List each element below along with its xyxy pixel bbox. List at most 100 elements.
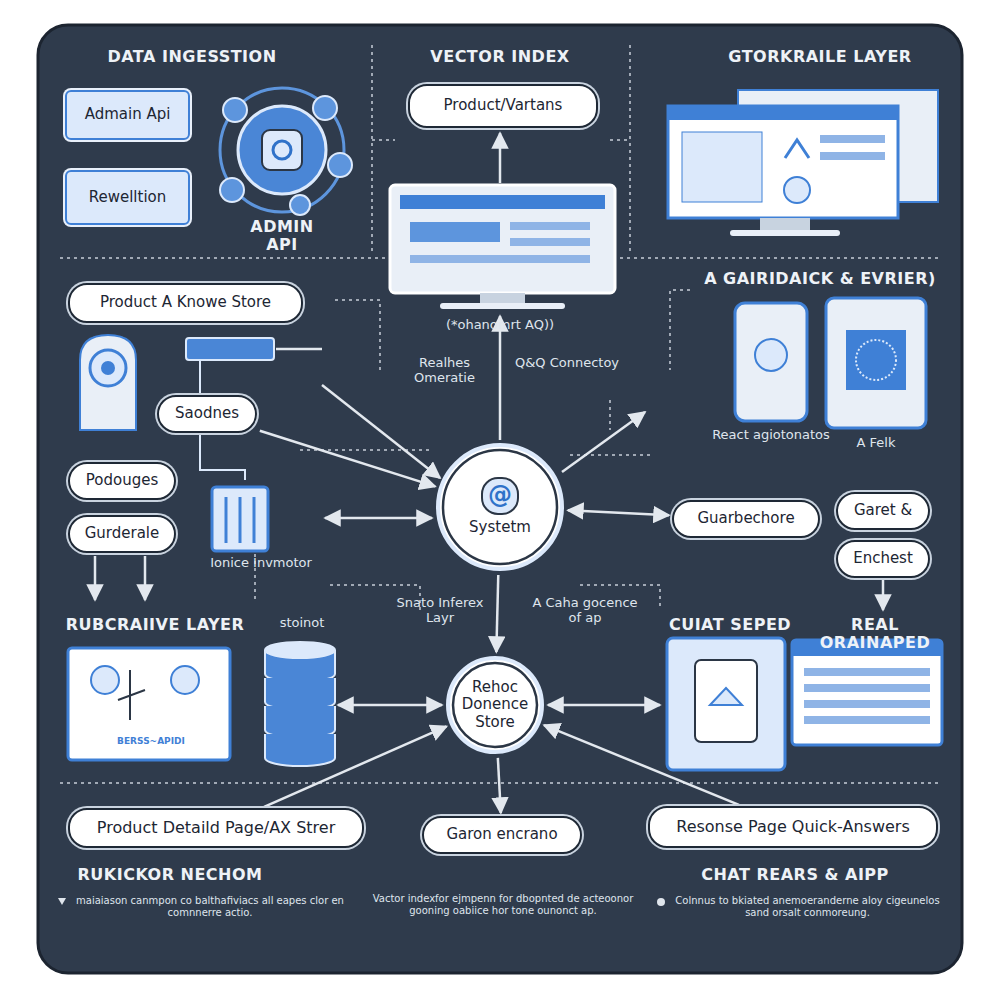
flow-connector xyxy=(498,758,501,813)
section-title: RUKICKOR NECHOM xyxy=(60,866,280,884)
browser-line xyxy=(804,684,930,692)
flow-arrow xyxy=(94,556,97,600)
flow-connector xyxy=(544,725,739,805)
flow-arrow xyxy=(562,412,645,472)
index-box: Product/Vartans xyxy=(408,84,598,128)
caption-label: Realhes Omeratie xyxy=(392,356,497,386)
caption-label: ADMIN API xyxy=(232,218,332,255)
section-title: VECTOR INDEX xyxy=(400,48,600,66)
shield-icon xyxy=(784,177,810,203)
browser-line xyxy=(804,700,930,708)
node-text: Garet & xyxy=(854,502,912,519)
tablet-device xyxy=(826,298,926,428)
flow-arrow xyxy=(322,385,440,478)
note-text: Colnnus to bkiated anemoeranderne aloy c… xyxy=(670,895,945,918)
bullet xyxy=(657,898,665,906)
chat-phone xyxy=(695,660,757,742)
tablet-icon xyxy=(856,340,896,380)
panel-label: BERSS~APIDI xyxy=(78,736,224,746)
flow-arrow xyxy=(882,580,885,610)
node-text: Product/Vartans xyxy=(444,97,563,114)
source-pill: Saodnes xyxy=(157,395,257,433)
circle-ring xyxy=(448,658,542,752)
monitor xyxy=(668,106,898,218)
node-text: Enchest xyxy=(853,550,913,567)
search-icon xyxy=(171,666,199,694)
node-text: Admain Api xyxy=(85,106,171,123)
tablet-screen xyxy=(846,330,906,390)
browser-line xyxy=(804,668,930,676)
api-box: Admain Api xyxy=(65,90,190,140)
node-text: Systetm xyxy=(469,519,531,536)
caption-label: A Felk xyxy=(836,436,916,451)
flow-connector xyxy=(496,575,498,652)
section-title: GTORKRAILE LAYER xyxy=(690,48,950,66)
note-text: Vactor indexfor ejmpenn for dbopnted de … xyxy=(372,893,634,916)
leader-line xyxy=(570,454,650,456)
output-pill: Garon encrano xyxy=(422,816,582,854)
caption-label: Ionice Invmotor xyxy=(206,556,316,571)
note-text: maiaiason canmpon co balthafiviacs all e… xyxy=(70,895,350,918)
node-text: Resonse Page Quick-Answers xyxy=(676,818,910,836)
database-disk xyxy=(265,734,335,766)
flow-arrow xyxy=(499,316,502,440)
store-circle: Rehoc Donence Store xyxy=(445,655,545,755)
node-text: Product Detaild Page/AX Strer xyxy=(97,819,335,837)
node-text: Rewelltion xyxy=(89,189,167,206)
monitor-bar xyxy=(400,195,605,209)
guard-pill: Garet & xyxy=(836,492,930,530)
browser-window xyxy=(792,640,942,745)
system-hub: @Systetm xyxy=(435,442,565,572)
api-box: Rewelltion xyxy=(65,170,190,225)
bin-stripe xyxy=(239,497,242,543)
satellite-node xyxy=(290,195,310,215)
node-text: Guarbechore xyxy=(697,510,794,527)
caption-label: stoinot xyxy=(264,616,340,631)
monitor-line xyxy=(820,152,885,160)
satellite-node xyxy=(328,153,352,177)
leader-line xyxy=(372,139,395,141)
section-divider xyxy=(629,45,631,255)
flow-connector xyxy=(568,510,669,515)
caption-label: Q&Q Connectoy xyxy=(512,356,622,371)
circle-outline xyxy=(453,663,537,747)
flow-arrow xyxy=(499,133,502,183)
phone-icon xyxy=(755,339,787,371)
leader-line xyxy=(609,400,611,430)
monitor-line xyxy=(410,255,590,263)
section-divider xyxy=(371,45,373,255)
section-title: CHAT REARS & AIPP xyxy=(680,866,910,884)
leader-line xyxy=(610,139,630,141)
bin-icon xyxy=(212,487,268,551)
chevron-icon xyxy=(785,140,809,158)
monitor-stand xyxy=(480,293,525,303)
database-disk xyxy=(265,678,335,710)
store-pill: Product A Knowe Store xyxy=(68,283,303,323)
search-icon xyxy=(91,666,119,694)
chat-icon xyxy=(710,688,742,705)
node-text: Product A Knowe Store xyxy=(100,294,271,311)
section-title: DATA INGESSTION xyxy=(62,48,322,66)
bin-stripe xyxy=(225,497,228,543)
monitor-block xyxy=(410,222,500,242)
output-pill: Product Detaild Page/AX Strer xyxy=(68,808,364,848)
monitor-line xyxy=(510,222,590,230)
flow-connector xyxy=(264,726,446,806)
monitor-base xyxy=(440,303,565,309)
satellite-node xyxy=(220,178,244,202)
monitor-line xyxy=(510,238,590,246)
api-icon xyxy=(262,130,302,170)
flow-arrow xyxy=(548,704,660,707)
monitor-panel xyxy=(682,132,762,202)
guard-pill: Enchest xyxy=(836,540,930,578)
source-pill: Gurderale xyxy=(68,515,176,553)
flow-arrow xyxy=(144,556,147,600)
output-pill: Resonse Page Quick-Answers xyxy=(648,806,938,848)
caption-label: Snato Inferex Layr xyxy=(384,596,496,626)
circle-outline xyxy=(443,450,557,564)
flow-line xyxy=(118,670,145,720)
caption-label: (*ohanomrt AQ)) xyxy=(395,318,605,333)
node-text: Saodnes xyxy=(175,405,239,422)
